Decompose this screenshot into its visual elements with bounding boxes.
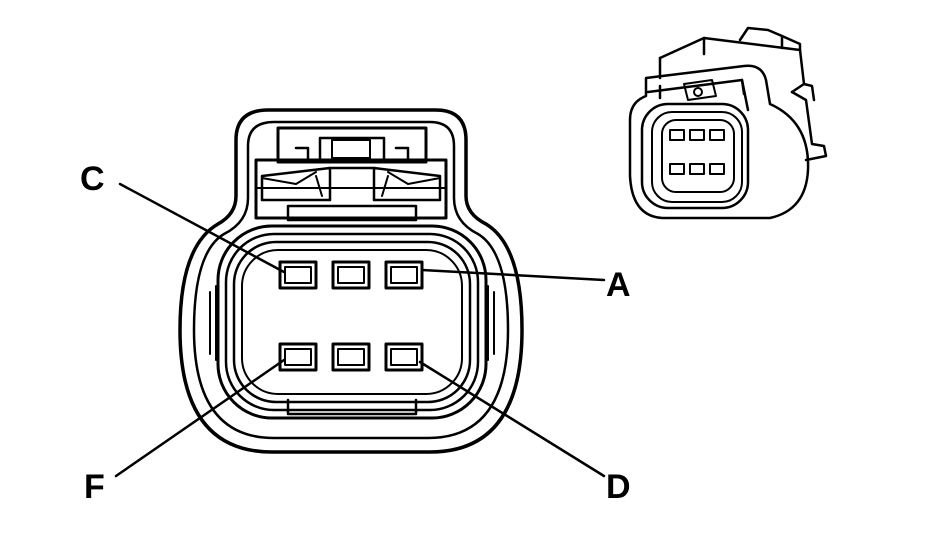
insert-side-ribs — [209, 285, 495, 361]
latch — [254, 126, 448, 222]
cavity-B — [331, 260, 371, 290]
insert-outline-4 — [241, 249, 463, 395]
cavity-A — [384, 260, 424, 290]
housing-outer — [178, 108, 524, 454]
callout-label-D: D — [606, 468, 631, 506]
callout-label-C: C — [80, 160, 105, 198]
callout-labels: C A F D — [80, 160, 631, 506]
leader-line-F — [114, 358, 286, 478]
cavity-D — [384, 342, 424, 372]
cavity-C — [278, 260, 318, 290]
leader-line-D — [418, 360, 606, 478]
leader-line-A — [420, 268, 606, 282]
cavity-E — [331, 342, 371, 372]
insert-outline-2 — [224, 232, 480, 412]
housing-inner-outline — [192, 120, 510, 440]
leader-lines — [114, 182, 606, 478]
connector-isometric-view — [628, 26, 828, 220]
callout-label-F: F — [84, 468, 105, 506]
terminal-cavities — [278, 260, 424, 372]
cavity-F — [278, 342, 318, 372]
connector-face — [178, 108, 524, 454]
insert-outline-1 — [216, 224, 488, 420]
insert-bottom-tab — [286, 398, 418, 416]
insert-outline-3 — [232, 240, 472, 404]
callout-label-A: A — [606, 266, 631, 304]
leader-line-C — [118, 182, 286, 274]
